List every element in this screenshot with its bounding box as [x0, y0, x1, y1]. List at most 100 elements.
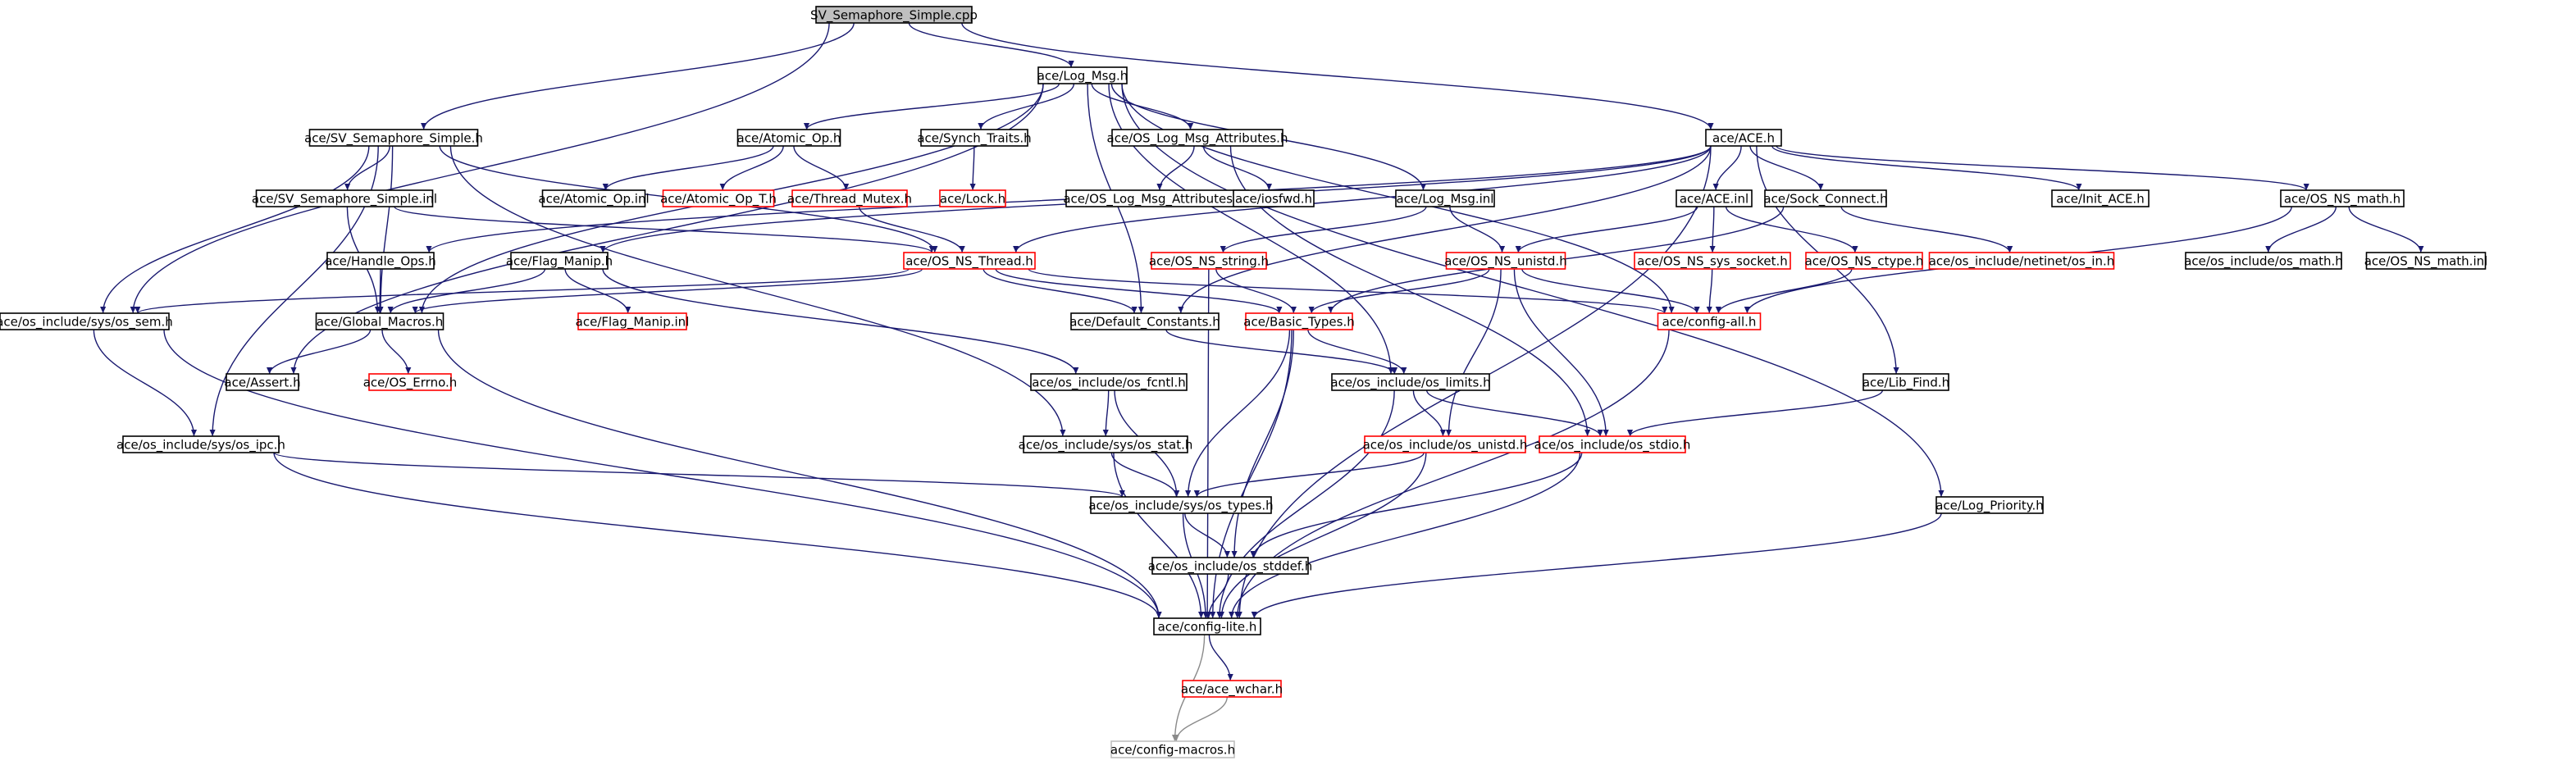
node-os-ns-string-h[interactable]: ace/OS_NS_string.h: [1149, 252, 1269, 270]
node-box[interactable]: [122, 435, 280, 453]
node-box[interactable]: [736, 129, 841, 147]
node-netinet-os-in-h[interactable]: ace/os_include/netinet/os_in.h: [1928, 252, 2115, 270]
node-default-constants-h[interactable]: ace/Default_Constants.h: [1069, 312, 1220, 330]
node-box[interactable]: [2280, 189, 2405, 207]
node-os-include-os-math-h[interactable]: ace/os_include/os_math.h: [2184, 252, 2343, 270]
node-os-fcntl-h[interactable]: ace/os_include/os_fcntl.h: [1030, 373, 1188, 391]
node-flag-manip-h[interactable]: ace/Flag_Manip.h: [506, 252, 613, 270]
node-box[interactable]: [1111, 129, 1283, 147]
node-os-ns-unistd-h[interactable]: ace/OS_NS_unistd.h: [1444, 252, 1567, 270]
node-ace-inl[interactable]: ace/ACE.inl: [1676, 189, 1753, 207]
node-os-stdio-h[interactable]: ace/os_include/os_stdio.h: [1534, 435, 1691, 453]
node-iosfwd-h[interactable]: ace/iosfwd.h: [1233, 189, 1315, 207]
node-os-stat-h[interactable]: ace/os_include/sys/os_stat.h: [1019, 435, 1193, 453]
node-box[interactable]: [903, 252, 1036, 270]
node-box[interactable]: [920, 129, 1028, 147]
node-basic-types-h[interactable]: ace/Basic_Types.h: [1243, 312, 1355, 330]
node-thread-mutex-h[interactable]: ace/Thread_Mutex.h: [787, 189, 912, 207]
node-lock-h[interactable]: ace/Lock.h: [939, 189, 1006, 207]
node-box[interactable]: [1862, 373, 1949, 391]
node-box[interactable]: [308, 129, 479, 147]
node-os-sem-h[interactable]: ace/os_include/sys/os_sem.h: [0, 312, 173, 330]
node-os-ns-ctype-h[interactable]: ace/OS_NS_ctype.h: [1805, 252, 1924, 270]
node-box[interactable]: [1070, 312, 1220, 330]
node-box[interactable]: [1030, 373, 1188, 391]
node-box[interactable]: [1331, 373, 1490, 391]
node-box[interactable]: [1151, 557, 1309, 575]
node-box[interactable]: [368, 373, 452, 391]
node-box[interactable]: [1805, 252, 1923, 270]
node-label: ace/OS_NS_ctype.h: [1805, 254, 1924, 270]
node-sv-semaphore-simple-cpp[interactable]: SV_Semaphore_Simple.cpp: [810, 6, 978, 24]
node-config-lite-h[interactable]: ace/config-lite.h: [1153, 617, 1261, 635]
node-atomic-op-t-h[interactable]: ace/Atomic_Op_T.h: [660, 189, 777, 207]
node-global-macros-h[interactable]: ace/Global_Macros.h: [315, 312, 445, 330]
node-box[interactable]: [1705, 129, 1782, 147]
node-box[interactable]: [1151, 252, 1267, 270]
node-box[interactable]: [1233, 189, 1315, 207]
node-os-errno-h[interactable]: ace/OS_Errno.h: [363, 373, 458, 391]
node-box[interactable]: [1110, 740, 1235, 758]
node-box[interactable]: [2365, 252, 2487, 270]
node-box[interactable]: [1245, 312, 1353, 330]
node-os-ipc-h[interactable]: ace/os_include/sys/os_ipc.h: [116, 435, 285, 453]
node-init-ace-h[interactable]: ace/Init_ACE.h: [2051, 189, 2150, 207]
node-os-types-h[interactable]: ace/os_include/sys/os_types.h: [1088, 496, 1274, 514]
node-ace-wchar-h[interactable]: ace/ace_wchar.h: [1181, 680, 1283, 698]
node-box[interactable]: [662, 189, 775, 207]
node-box[interactable]: [1657, 312, 1762, 330]
node-ace-h[interactable]: ace/ACE.h: [1705, 129, 1782, 147]
node-os-include-os-unistd-h[interactable]: ace/os_include/os_unistd.h: [1363, 435, 1528, 453]
node-box[interactable]: [326, 252, 435, 270]
node-log-msg-inl[interactable]: ace/Log_Msg.inl: [1395, 189, 1495, 207]
node-box[interactable]: [2185, 252, 2342, 270]
node-box[interactable]: [1764, 189, 1887, 207]
node-handle-ops-h[interactable]: ace/Handle_Ops.h: [325, 252, 436, 270]
node-box[interactable]: [541, 189, 646, 207]
node-box[interactable]: [510, 252, 609, 270]
node-os-ns-math-inl[interactable]: ace/OS_NS_math.inl: [2364, 252, 2488, 270]
node-box[interactable]: [1023, 435, 1188, 453]
node-lib-find-h[interactable]: ace/Lib_Find.h: [1862, 373, 1949, 391]
node-os-ns-math-h[interactable]: ace/OS_NS_math.h: [2280, 189, 2405, 207]
node-box[interactable]: [577, 312, 687, 330]
node-box[interactable]: [1935, 496, 2044, 514]
node-box[interactable]: [0, 312, 170, 330]
node-config-macros-h[interactable]: ace/config-macros.h: [1110, 740, 1235, 758]
node-os-limits-h[interactable]: ace/os_include/os_limits.h: [1330, 373, 1491, 391]
node-synch-traits-h[interactable]: ace/Synch_Traits.h: [917, 129, 1032, 147]
node-box[interactable]: [1539, 435, 1686, 453]
node-box[interactable]: [1182, 680, 1282, 698]
node-sv-semaphore-simple-inl[interactable]: ace/SV_Semaphore_Simple.inl: [252, 189, 437, 207]
node-box[interactable]: [791, 189, 908, 207]
node-box[interactable]: [226, 373, 299, 391]
node-box[interactable]: [1634, 252, 1791, 270]
node-box[interactable]: [255, 189, 434, 207]
node-box[interactable]: [1153, 617, 1261, 635]
node-sv-semaphore-simple-h[interactable]: ace/SV_Semaphore_Simple.h: [304, 129, 483, 147]
node-atomic-op-inl[interactable]: ace/Atomic_Op.inl: [538, 189, 650, 207]
node-box[interactable]: [1928, 252, 2115, 270]
node-box[interactable]: [1676, 189, 1753, 207]
node-atomic-op-h[interactable]: ace/Atomic_Op.h: [736, 129, 841, 147]
node-os-log-msg-attributes-inl[interactable]: ace/OS_Log_Msg_Attributes.inl: [1063, 189, 1252, 207]
node-box[interactable]: [315, 312, 445, 330]
node-config-all-h[interactable]: ace/config-all.h: [1657, 312, 1762, 330]
node-box[interactable]: [2051, 189, 2150, 207]
node-os-ns-thread-h[interactable]: ace/OS_NS_Thread.h: [903, 252, 1036, 270]
node-box[interactable]: [1090, 496, 1272, 514]
node-assert-h[interactable]: ace/Assert.h: [224, 373, 301, 391]
node-box[interactable]: [939, 189, 1006, 207]
node-box[interactable]: [815, 6, 973, 24]
node-log-priority-h[interactable]: ace/Log_Priority.h: [1935, 496, 2044, 514]
node-flag-manip-inl[interactable]: ace/Flag_Manip.inl: [576, 312, 690, 330]
node-box[interactable]: [1037, 66, 1128, 84]
node-sock-connect-h[interactable]: ace/Sock_Connect.h: [1763, 189, 1888, 207]
node-os-ns-sys-socket-h[interactable]: ace/OS_NS_sys_socket.h: [1634, 252, 1791, 270]
node-log-msg-h[interactable]: ace/Log_Msg.h: [1037, 66, 1128, 84]
node-box[interactable]: [1364, 435, 1526, 453]
node-os-stddef-h[interactable]: ace/os_include/os_stddef.h: [1148, 557, 1313, 575]
node-os-log-msg-attributes-h[interactable]: ace/OS_Log_Msg_Attributes.h: [1107, 129, 1288, 147]
node-box[interactable]: [1395, 189, 1495, 207]
node-box[interactable]: [1445, 252, 1566, 270]
